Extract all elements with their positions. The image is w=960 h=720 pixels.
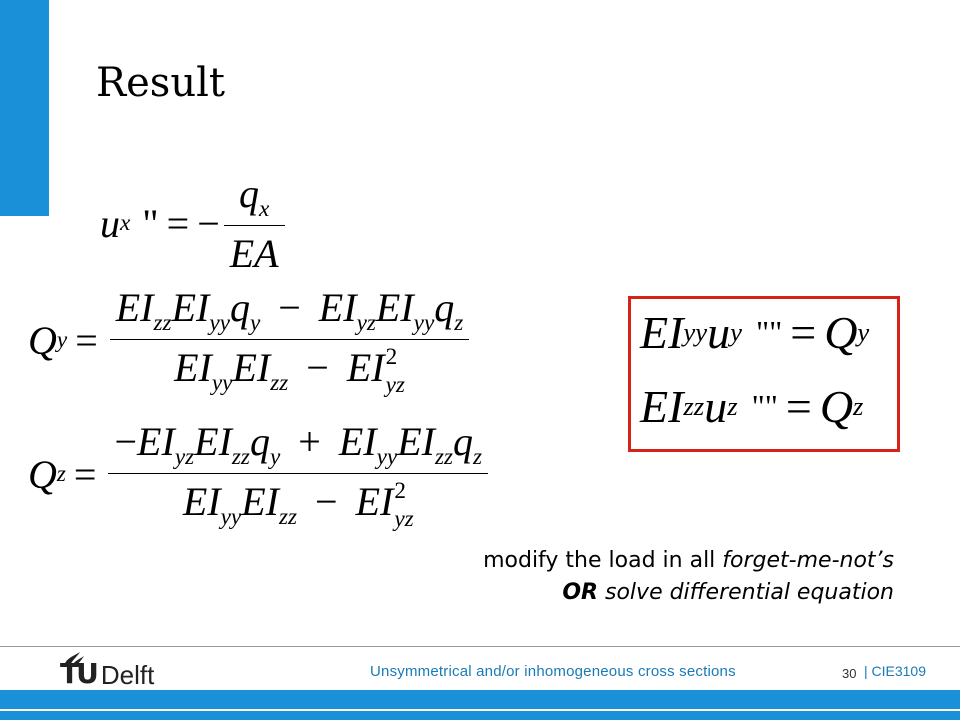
footer-divider	[0, 646, 960, 647]
highlight-box	[628, 296, 900, 452]
footer-course-title: Unsymmetrical and/or inhomogeneous cross…	[370, 663, 736, 680]
left-accent-bar	[0, 0, 49, 216]
note-line-2: OR solve differential equation	[562, 580, 894, 605]
footer-stripe	[0, 709, 960, 711]
slide-title: Result	[96, 60, 225, 106]
course-code: | CIE3109	[864, 663, 927, 679]
flame-icon	[64, 652, 84, 666]
footer-band	[0, 690, 960, 720]
note-line-1: modify the load in all forget-me-not’s	[483, 548, 894, 573]
page-number: 30	[842, 666, 857, 681]
